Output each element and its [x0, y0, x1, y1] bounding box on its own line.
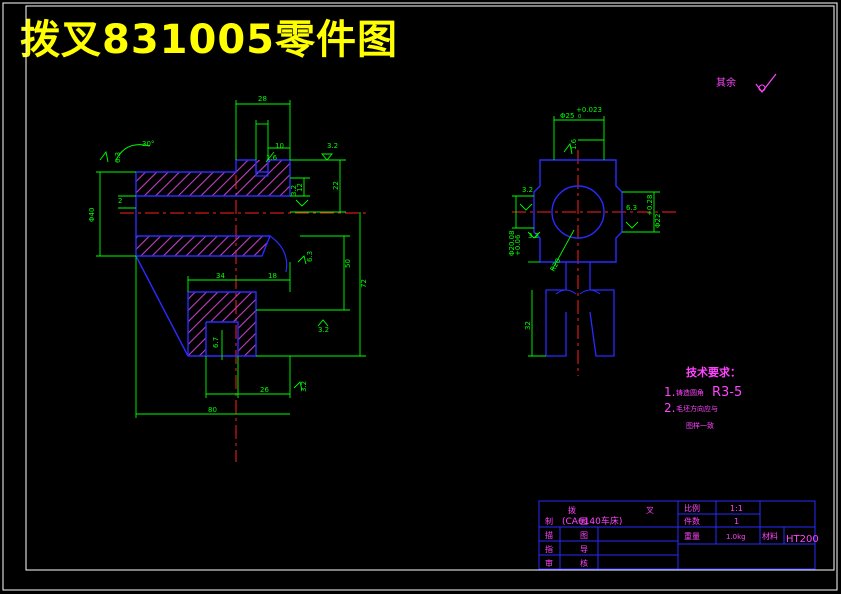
- tb-qty-value: 1: [734, 517, 739, 526]
- drawing-title: 拨叉831005零件图: [20, 17, 398, 63]
- tb-scale-value: 1:1: [730, 504, 743, 513]
- tb-material-value: HT200: [786, 534, 819, 545]
- side-left-dia: Φ20.08: [508, 230, 516, 256]
- tb-check-a: 描: [545, 530, 553, 540]
- dim-hole: 2: [118, 197, 122, 205]
- side-r-small: R20: [549, 257, 563, 273]
- tech-item1-small: 铸造圆角: [676, 388, 704, 397]
- dim-rough-c: 3.2: [327, 142, 338, 150]
- tb-guide-a: 指: [545, 544, 553, 554]
- dim-h34: 34: [216, 272, 225, 280]
- tb-audit-a: 审: [545, 558, 553, 568]
- tb-material-label: 材料: [762, 531, 778, 541]
- tb-part-name-b: 叉: [646, 506, 654, 515]
- tb-drawn-a: 制: [545, 516, 553, 526]
- dim-v72: 72: [360, 279, 368, 288]
- upper-hatch: [136, 160, 290, 196]
- arc-top-left: [115, 144, 151, 161]
- side-outline: [533, 159, 623, 263]
- dim-rough-b: 6.3: [114, 152, 122, 163]
- roughness-circle: [758, 84, 766, 92]
- side-v32: 32: [524, 321, 532, 330]
- roughness-symbol: [755, 73, 777, 93]
- side-rough-c: 3.2: [528, 232, 539, 240]
- tech-item1-big: R3-5: [712, 385, 742, 400]
- dim-h80: 80: [208, 406, 217, 414]
- side-tol: +0.023: [576, 106, 602, 114]
- dim-rough-a: 1.6: [266, 154, 278, 162]
- side-right-tol: +0.28: [646, 195, 654, 216]
- dim-v67: 6.7: [212, 337, 220, 348]
- side-rough-b: 3.2: [522, 186, 533, 194]
- dim-rough-d: 3.2: [290, 185, 298, 196]
- tb-scale-label: 比例: [684, 503, 700, 513]
- tech-item3-text: 图样一致: [686, 421, 714, 430]
- dim-right-22: 22: [332, 181, 340, 190]
- side-view: Φ25 +0.023 0 1.6 3.2 3.2 6.3 Φ20.08 +0.0…: [508, 106, 680, 376]
- dim-small-top: 10: [275, 142, 284, 150]
- tech-item1-num: 1.: [664, 385, 675, 399]
- main-view: 28 10 30° Φ40 2 12 22 1.6 6.3 3.2 3.2 3.…: [88, 95, 368, 462]
- dim-angle: 30°: [142, 140, 154, 148]
- side-tol-zero: 0: [578, 114, 581, 120]
- inner-frame: [25, 5, 835, 571]
- tb-drawn-b: 图: [580, 517, 588, 526]
- boss-step: [255, 160, 269, 177]
- side-arm: [545, 262, 615, 357]
- tech-item2-num: 2.: [664, 401, 675, 415]
- tech-heading: 技术要求：: [686, 365, 741, 379]
- tb-machine: (CA6140车床): [562, 515, 622, 527]
- side-rough-a: 1.6: [570, 138, 578, 150]
- dim-h18: 18: [268, 272, 277, 280]
- arc-right: [269, 235, 288, 273]
- tb-part-name-a: 拨: [568, 505, 576, 515]
- dim-left-dia: Φ40: [88, 208, 96, 222]
- dim-h26: 26: [260, 386, 269, 394]
- tech-requirements: 技术要求： 1. 铸造圆角 R3-5 2. 毛坯方向应与 图样一致: [664, 365, 742, 430]
- side-right-dia: Φ22: [654, 214, 662, 228]
- fork-hatch: [188, 292, 256, 356]
- tech-item2-text: 毛坯方向应与: [676, 404, 718, 413]
- surface-note: 其余: [716, 76, 736, 89]
- tb-weight-value: 1.0kg: [726, 533, 746, 541]
- tb-guide-b: 导: [580, 545, 588, 554]
- dim-v50: 50: [344, 259, 352, 268]
- side-arc-small: [555, 289, 601, 295]
- dim-top-width: 28: [258, 95, 267, 103]
- side-left-tol: +0.06: [514, 234, 522, 256]
- side-rough-d: 6.3: [626, 204, 637, 212]
- side-bore: [551, 185, 605, 239]
- dim-bottom-rough: 3.2: [300, 381, 308, 392]
- tb-check-b: 图: [580, 531, 588, 540]
- tb-qty-label: 件数: [684, 516, 700, 526]
- title-block: 拨 叉 (CA6140车床) 比例 1:1 件数 1 重量 1.0kg 材料 H…: [538, 500, 819, 570]
- tb-audit-b: 核: [580, 558, 588, 568]
- side-top-dia: Φ25: [560, 112, 574, 120]
- tb-weight-label: 重量: [684, 531, 700, 541]
- lower-hatch: [136, 236, 270, 256]
- dim-rough-f: 6.3: [306, 251, 314, 262]
- dim-right-12: 12: [296, 183, 304, 192]
- dim-rough-e: 3.2: [318, 326, 329, 334]
